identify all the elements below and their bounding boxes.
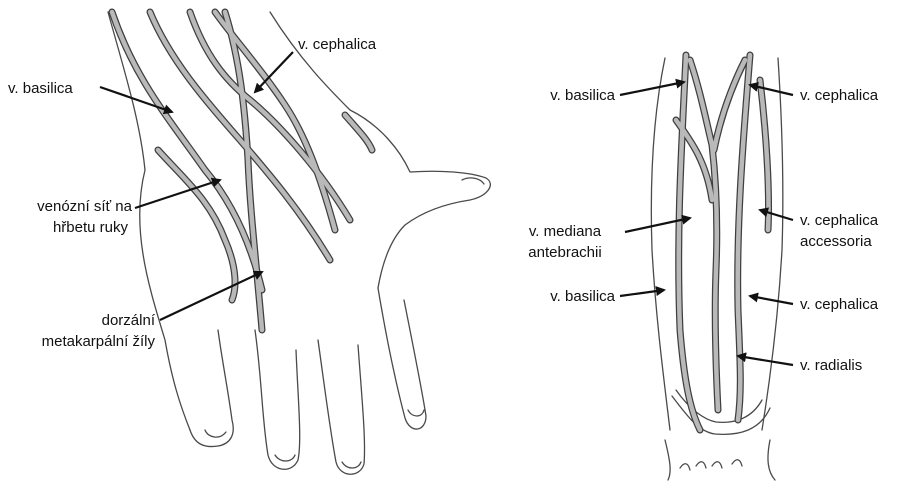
arrow-forearm-cephalica-top [750,85,793,95]
label-forearm-cephalica-bottom: v. cephalica [800,294,878,315]
label-hand-venous-net-line2: hřbetu ruky [10,217,128,238]
label-hand-cephalica: v. cephalica [298,34,376,55]
arrow-forearm-basilica-top [620,82,684,95]
arrow-forearm-radialis [738,356,793,365]
thumb-nail [462,178,484,184]
arrow-forearm-cephalica-bottom [750,296,793,304]
label-forearm-mediana-line1: v. mediana [510,221,620,242]
forearm-outline-left [651,58,670,430]
finger-3 [318,340,365,474]
hand-base [665,440,775,480]
label-forearm-basilica-bottom: v. basilica [480,286,615,307]
finger-4 [378,288,426,429]
forearm-veins [676,55,769,430]
label-forearm-cephalica-acc-line1: v. cephalica [800,210,878,231]
label-hand-metacarpal-line1: dorzální [10,310,155,331]
label-hand-metacarpal-line2: metakarpální žíly [10,331,155,352]
label-forearm-basilica-top: v. basilica [480,85,615,106]
label-forearm-mediana-line2: antebrachii [510,242,620,263]
finger-2 [255,330,300,469]
finger-1 [190,330,233,447]
label-hand-basilica: v. basilica [8,78,73,99]
label-forearm-cephalica-acc-line2: accessoria [800,231,872,252]
nail-1 [205,430,226,437]
finger-tips [680,460,742,470]
nail-4 [408,410,424,416]
hand-illustration [108,12,490,474]
arrow-hand-metacarpal [160,272,262,320]
nail-2 [275,455,295,461]
label-forearm-cephalica-top: v. cephalica [800,85,878,106]
nail-3 [342,462,361,468]
arrow-forearm-basilica-bottom [620,290,664,296]
arrow-hand-basilica [100,87,172,112]
label-forearm-radialis: v. radialis [800,355,862,376]
label-hand-venous-net-line1: venózní síť na [10,196,132,217]
